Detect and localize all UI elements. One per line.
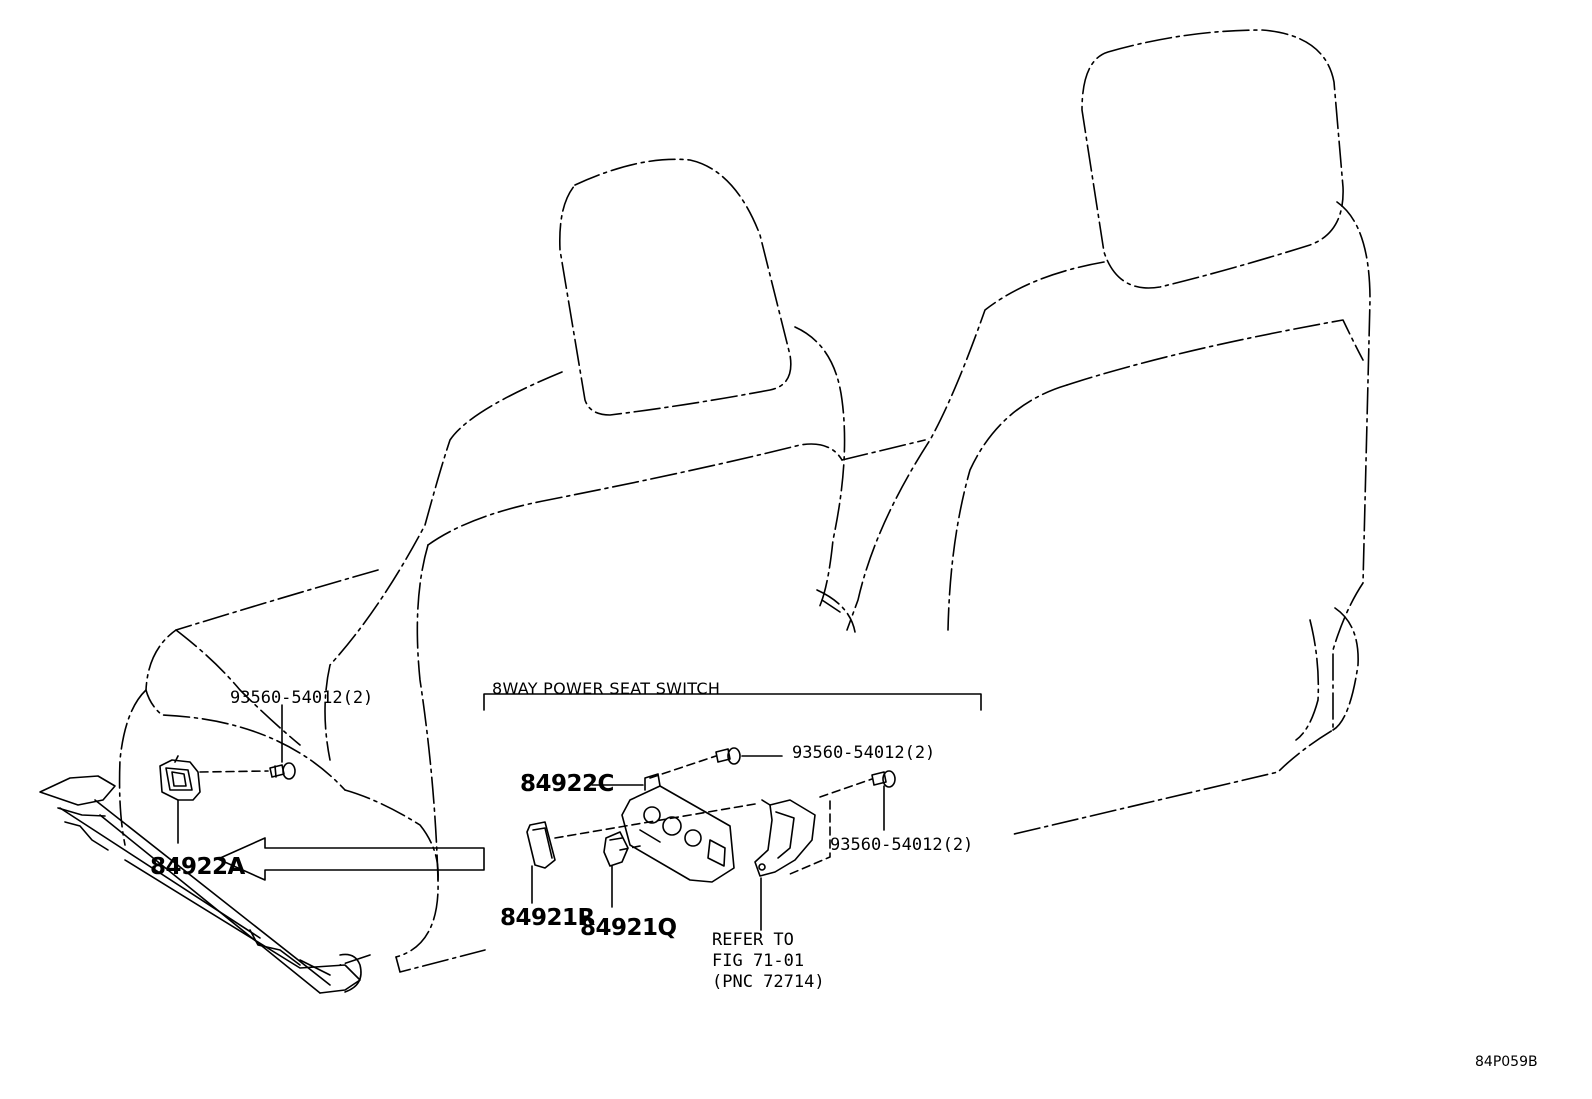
callout-84921q: 84921Q [580, 915, 677, 941]
front-seat-outline [118, 158, 926, 973]
inset-top-screw-icon [715, 747, 741, 765]
figure-id: 84P059B [1475, 1054, 1538, 1070]
inset-alignment-dashes [554, 755, 873, 875]
callout-84922a: 84922A [150, 854, 245, 880]
callout-inset-top-screw: 93560-54012(2) [792, 743, 936, 763]
reference-line-1: REFER TO [712, 930, 794, 950]
callout-seat-screw: 93560-54012(2) [230, 688, 374, 708]
inset-knob-r [526, 821, 556, 869]
callout-inset-right-screw: 93560-54012(2) [830, 835, 974, 855]
seat-screw-icon [269, 762, 296, 780]
inset-knob-q [603, 831, 629, 867]
seat-rail [39, 775, 362, 994]
inset-title: 8WAY POWER SEAT SWITCH [492, 679, 721, 698]
seat-leader-dashed [199, 770, 269, 773]
inset-bracket [483, 693, 982, 711]
seat-switch-assembly [159, 755, 201, 801]
reference-line-3: (PNC 72714) [712, 972, 825, 992]
hollow-arrow [217, 837, 485, 881]
rear-seat-outline [816, 29, 1371, 836]
inset-switch-body [621, 773, 735, 883]
inset-mount-bracket [754, 799, 816, 877]
inset-right-screw-icon [871, 770, 896, 788]
callout-84922c: 84922C [520, 771, 614, 797]
reference-line-2: FIG 71-01 [712, 951, 805, 971]
reference-note: REFER TO FIG 71-01 (PNC 72714) [712, 930, 825, 993]
callout-84921r: 84921R [500, 905, 595, 931]
